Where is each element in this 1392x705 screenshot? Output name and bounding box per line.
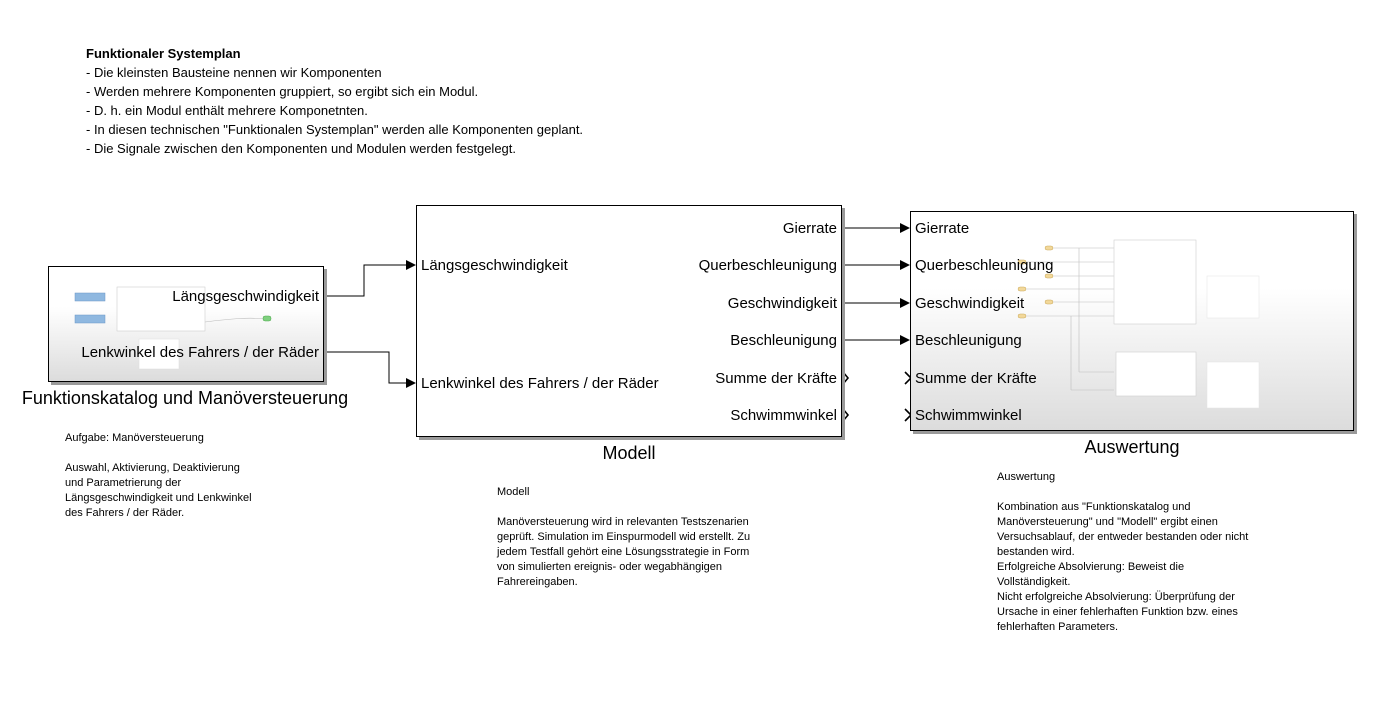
output-port-gierrate[interactable]: Gierrate xyxy=(782,220,837,237)
output-port-lenkwinkel[interactable]: Lenkwinkel des Fahrers / der Räder xyxy=(81,344,319,361)
input-port-lenkwinkel[interactable]: Lenkwinkel des Fahrers / der Räder xyxy=(421,375,659,392)
input-port-geschwindigkeit[interactable]: Geschwindigkeit xyxy=(915,295,1025,312)
input-port-gierrate[interactable]: Gierrate xyxy=(915,220,970,237)
input-port-schwimmwinkel[interactable]: Schwimmwinkel xyxy=(915,407,1022,424)
notes-line: - Die kleinsten Bausteine nennen wir Kom… xyxy=(86,65,382,80)
notes-line: - Die Signale zwischen den Komponenten u… xyxy=(86,141,516,156)
auswertung-block-name: Auswertung xyxy=(1084,437,1180,457)
output-port-schwimmwinkel[interactable]: Schwimmwinkel xyxy=(730,407,837,424)
funktionskatalog-annotation: Aufgabe: Manöversteuerung Auswahl, Aktiv… xyxy=(65,432,252,519)
signal-lenkwinkel[interactable] xyxy=(324,351,416,388)
output-port-laengsgeschwindigkeit[interactable]: Längsgeschwindigkeit xyxy=(172,288,319,305)
input-port-summe-der-kraefte[interactable]: Summe der Kräfte xyxy=(915,370,1037,387)
subsystem-preview xyxy=(74,286,272,370)
subsystem-preview xyxy=(1017,239,1260,409)
input-port-querbeschleunigung[interactable]: Querbeschleunigung xyxy=(915,257,1054,274)
notes-line: - In diesen technischen "Funktionalen Sy… xyxy=(86,122,584,137)
auswertung-annotation: Auswertung Kombination aus "Funktionskat… xyxy=(997,471,1249,633)
notes-line: - Werden mehrere Komponenten gruppiert, … xyxy=(86,84,479,99)
modell-block-name: Modell xyxy=(602,443,656,463)
port-chevron-schwimm-out xyxy=(842,408,850,422)
signal-laengsgeschwindigkeit[interactable] xyxy=(324,260,416,297)
port-chevron-summe-out xyxy=(842,371,850,385)
input-port-laengsgeschwindigkeit[interactable]: Längsgeschwindigkeit xyxy=(421,257,568,274)
auswertung-block[interactable]: Gierrate Querbeschleunigung Geschwindigk… xyxy=(910,211,1354,431)
input-port-beschleunigung[interactable]: Beschleunigung xyxy=(915,332,1022,349)
notes-line: - D. h. ein Modul enthält mehrere Kompon… xyxy=(86,103,368,118)
modell-block[interactable]: Längsgeschwindigkeit Lenkwinkel des Fahr… xyxy=(416,205,842,437)
output-port-summe-der-kraefte[interactable]: Summe der Kräfte xyxy=(715,370,837,387)
output-port-geschwindigkeit[interactable]: Geschwindigkeit xyxy=(727,295,837,312)
system-plan-notes: Funktionaler Systemplan - Die kleinsten … xyxy=(86,44,583,158)
funktionskatalog-block-name: Funktionskatalog und Manöversteuerung xyxy=(21,388,349,408)
output-port-querbeschleunigung[interactable]: Querbeschleunigung xyxy=(698,257,837,274)
output-port-beschleunigung[interactable]: Beschleunigung xyxy=(730,332,837,349)
notes-title: Funktionaler Systemplan xyxy=(86,46,241,61)
modell-annotation: Modell Manöversteuerung wird in relevant… xyxy=(497,486,751,588)
funktionskatalog-block[interactable]: Längsgeschwindigkeit Lenkwinkel des Fahr… xyxy=(48,266,324,382)
